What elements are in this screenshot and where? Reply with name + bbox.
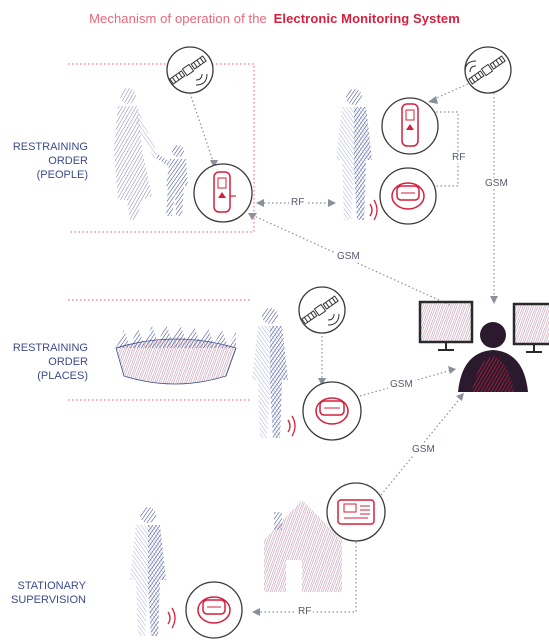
section-people-line1: RESTRAINING (12, 141, 88, 153)
offender-figure-top (336, 89, 378, 221)
woman-figure (114, 88, 158, 220)
section-stationary-line2: SUPERVISION (11, 594, 86, 606)
label-gsm-places-center: GSM (388, 379, 415, 390)
monitor-icon (418, 300, 474, 351)
section-label-stationary: STATIONARY SUPERVISION (0, 579, 86, 607)
arrow-10 (252, 608, 260, 616)
arrow-3 (328, 199, 336, 207)
line-victim-center (251, 214, 453, 307)
ankle-bracelet-icon (379, 167, 437, 225)
stadium-icon (115, 324, 237, 385)
arrow-4 (428, 96, 438, 104)
title-prefix: Mechanism of operation of the (89, 11, 267, 26)
label-rf-home-bracelet: RF (296, 606, 314, 617)
house-icon (264, 500, 342, 592)
phone-unit-icon-2 (381, 97, 439, 155)
line-home-bracelet (256, 530, 357, 613)
section-places-line1: RESTRAINING (12, 342, 88, 354)
section-label-places: RESTRAINING ORDER (PLACES) (0, 341, 88, 383)
monitor-icon-2 (512, 302, 549, 353)
arrow-1 (210, 160, 218, 168)
ankle-bracelet-icon-2 (302, 381, 362, 441)
section-places-line2: ORDER (48, 356, 88, 368)
line-satellite1-phone (189, 92, 215, 165)
line-satellite2-phone (431, 83, 469, 101)
frame-people (68, 63, 255, 233)
arrow-2 (256, 199, 264, 207)
base-station-icon (326, 482, 386, 542)
satellite-icon-3 (298, 286, 346, 334)
frame-places (68, 299, 252, 401)
section-label-people: RESTRAINING ORDER (PEOPLE) (0, 140, 88, 182)
section-people-line2: ORDER (48, 155, 88, 167)
satellite-icon (166, 46, 214, 94)
arrow-7 (318, 378, 326, 386)
title-emphasis: Electronic Monitoring System (273, 11, 460, 26)
man-figure-stationary (130, 507, 176, 636)
label-rf-victim-offender: RF (289, 197, 307, 208)
phone-unit-icon (193, 163, 253, 223)
satellite-icon-2 (464, 46, 512, 94)
arrow-8 (448, 366, 456, 374)
child-figure (156, 145, 188, 216)
label-gsm-satellite-center: GSM (483, 178, 510, 189)
man-figure-places (252, 308, 296, 438)
section-places-line3: (PLACES) (37, 370, 88, 382)
arrow-9 (456, 393, 464, 401)
arrow-6 (248, 213, 257, 220)
page-title: Mechanism of operation of the Electronic… (0, 11, 549, 26)
label-gsm-home-center: GSM (410, 444, 437, 455)
ankle-bracelet-icon-3 (185, 581, 243, 639)
operator-icon (458, 322, 528, 392)
arrow-5 (490, 296, 498, 304)
section-people-line3: (PEOPLE) (36, 169, 88, 181)
arrowheads (210, 96, 498, 616)
line-home-center (380, 395, 463, 496)
section-stationary-line1: STATIONARY (17, 580, 86, 592)
label-rf-offender-devices: RF (450, 152, 468, 163)
label-gsm-victim-center: GSM (335, 251, 362, 262)
